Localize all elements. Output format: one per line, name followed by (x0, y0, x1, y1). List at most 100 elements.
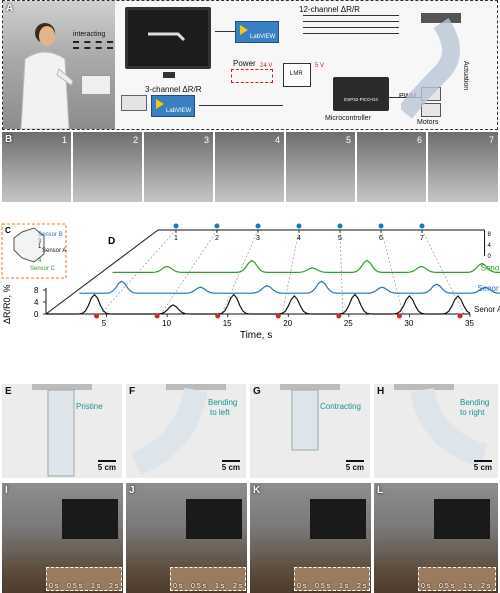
power-5v-label: 5 V (315, 63, 325, 69)
wire-channel-4 (303, 33, 399, 34)
back-y-tick-label: 8 (488, 232, 492, 238)
monitor-k (310, 499, 366, 539)
frame-k: K 0 s 0.5 s 1 s 2 s (250, 483, 371, 593)
series-label: Senor A (474, 305, 500, 314)
labview-box-top: LabVIEW (235, 21, 279, 43)
sensor-num-b: 3 (38, 239, 42, 245)
gaze-arrow-top (73, 41, 113, 43)
person-illustration (20, 23, 73, 129)
time-3: 2 s (481, 583, 491, 590)
display-monitor (125, 7, 211, 69)
sensor-c-label: Sensor C (30, 266, 56, 272)
frame-b1: B 1 (2, 132, 71, 202)
twelve-channel-label: 12-channel ΔR/R (299, 5, 360, 14)
panel-label-h: H (377, 386, 385, 397)
time-1: 0.5 s (315, 583, 331, 590)
x-tick-label: 35 (465, 319, 474, 328)
frame-i: I 0 s 0.5 s 1 s 2 s (2, 483, 123, 593)
motor-2 (421, 103, 441, 117)
marker-dot-bottom (457, 313, 463, 319)
x-tick-label: 30 (404, 319, 413, 328)
frame-number: 2 (132, 135, 138, 145)
panel-label-b: B (5, 134, 13, 145)
time-0: 0 s (173, 583, 183, 590)
sensor-cushion (81, 75, 111, 95)
marker-dot-bottom (396, 313, 402, 319)
sensor-num-c: 4 (38, 258, 42, 264)
monitor-arm-render (148, 32, 186, 42)
marker-dot-bottom (94, 313, 100, 319)
frame-l: L 0 s 0.5 s 1 s 2 s (374, 483, 498, 593)
wire-channel-1 (303, 15, 399, 16)
wire-mcu-motors (389, 97, 421, 98)
marker-dot-top (337, 223, 343, 229)
labview-box-bottom: LabVIEW (151, 95, 195, 117)
y-axis-label: ΔR/R0, % (2, 284, 12, 324)
marker-dot-top (173, 223, 179, 229)
state-bending-left-1: Bending (208, 398, 238, 407)
depth-guide-line (160, 229, 218, 315)
labview-icon-bottom (156, 99, 164, 109)
x-tick-label: 10 (162, 319, 171, 328)
marker-dot-top (255, 223, 261, 229)
time-3: 2 s (109, 583, 119, 590)
state-bending-right-2: to right (460, 408, 485, 417)
sensor-b-label: Sensor B (38, 232, 63, 238)
time-1: 0.5 s (67, 583, 83, 590)
monitor-l (434, 499, 490, 539)
timeline-strip-j: 0 s 0.5 s 1 s 2 s (170, 567, 246, 591)
series-line-senor-a (46, 293, 471, 315)
panel-label-d: D (108, 236, 115, 247)
series-label: Senor C (481, 263, 500, 272)
frame-j: J 0 s 0.5 s 1 s 2 s (126, 483, 247, 593)
marker-dot-top (214, 223, 220, 229)
panel-label-i: I (5, 485, 8, 496)
frame-number: 7 (488, 135, 494, 145)
frame-b6: 6 (357, 132, 426, 202)
microcontroller-label: Microcontroller (325, 115, 371, 122)
frame-b3: 3 (144, 132, 213, 202)
power-supply: 24 V (231, 63, 273, 83)
frame-number: 3 (203, 135, 209, 145)
timeline-strip-i: 0 s 0.5 s 1 s 2 s (46, 567, 122, 591)
actuation-label: Actuation (462, 61, 469, 91)
back-axis-tick-label: 3 (256, 235, 260, 242)
back-axis-tick-label: 6 (379, 235, 383, 242)
state-bending-left-2: to left (210, 408, 230, 417)
labview-label-top: LabVIEW (250, 34, 276, 40)
scale-bar-g: 5 cm (345, 460, 365, 472)
marker-dot-bottom (154, 313, 160, 319)
x-axis-label: Time, s (240, 330, 272, 341)
marker-dot-top (296, 223, 302, 229)
wire-channel-2 (303, 21, 399, 22)
frame-number: 6 (416, 135, 422, 145)
state-bending-right-1: Bending (460, 398, 490, 407)
marker-dot-top (378, 223, 384, 229)
robot-pristine (32, 384, 92, 477)
frame-b2: 2 (73, 132, 142, 202)
marker-dot-bottom (336, 313, 342, 319)
depth-axis-left (45, 229, 159, 315)
frame-number: 4 (274, 135, 280, 145)
y-tick-label: 0 (34, 310, 39, 319)
frame-b5: 5 (286, 132, 355, 202)
time-2: 1 s (215, 583, 225, 590)
labview-icon (240, 25, 248, 35)
time-2: 1 s (91, 583, 101, 590)
interacting-label: interacting (73, 31, 106, 38)
time-1: 0.5 s (191, 583, 207, 590)
lmr-module: LMR (283, 63, 311, 87)
back-y-tick-label: 0 (488, 254, 492, 260)
timeline-strip-l: 0 s 0.5 s 1 s 2 s (418, 567, 496, 591)
monitor-stand (163, 72, 175, 78)
marker-dot-bottom (215, 313, 221, 319)
marker-dot-top (419, 223, 425, 229)
time-0: 0 s (421, 583, 431, 590)
time-2: 1 s (339, 583, 349, 590)
timeline-strip-k: 0 s 0.5 s 1 s 2 s (294, 567, 370, 591)
frame-number: 5 (345, 135, 351, 145)
labview-label-bottom: LabVIEW (166, 108, 192, 114)
panel-label-f: F (129, 386, 136, 397)
